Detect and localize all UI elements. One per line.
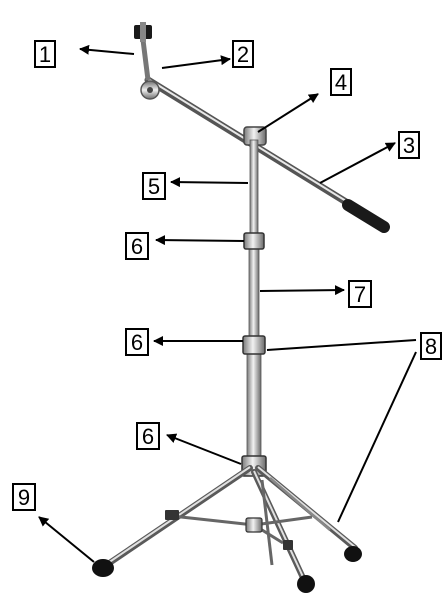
tripod-legs	[102, 465, 358, 583]
rubber-foot	[344, 546, 362, 562]
callout-label: 6	[136, 422, 160, 450]
height-adjuster-lower	[242, 335, 266, 355]
rubber-foot	[92, 559, 114, 577]
upper-tube	[249, 139, 259, 241]
leader-arrows	[38, 44, 417, 563]
middle-tube	[248, 239, 260, 343]
rubber-foot	[297, 575, 315, 593]
callout-label: 7	[348, 280, 372, 308]
callout-label: 9	[12, 483, 36, 511]
counterweight-grip	[342, 199, 390, 233]
callout-label: 3	[398, 131, 420, 159]
height-adjuster-upper	[243, 232, 265, 250]
callout-label: 2	[232, 40, 254, 68]
boom-arm	[144, 76, 376, 222]
base-tube	[246, 341, 262, 463]
callout-label: 8	[420, 332, 442, 360]
callout-label: 4	[330, 68, 352, 96]
callout-label: 1	[34, 40, 56, 68]
cymbal-tilter	[140, 39, 160, 100]
wing-nut	[140, 22, 146, 42]
callout-label: 6	[125, 232, 149, 260]
callout-label: 6	[125, 328, 149, 356]
callout-label: 5	[142, 172, 166, 200]
